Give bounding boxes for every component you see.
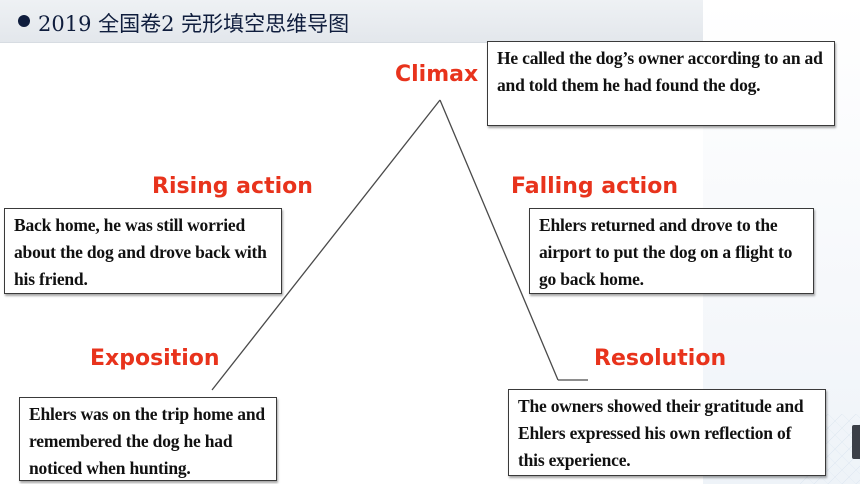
- climax-text: He called the dog’s owner according to a…: [497, 48, 823, 95]
- falling-action-box: Ehlers returned and drove to the airport…: [529, 208, 814, 294]
- resolution-text: The owners showed their gratitude and Eh…: [518, 396, 804, 470]
- falling-action-text: Ehlers returned and drove to the airport…: [539, 215, 793, 289]
- resolution-label: Resolution: [594, 346, 727, 371]
- exposition-box: Ehlers was on the trip home and remember…: [19, 397, 277, 481]
- falling-line: [439, 99, 559, 381]
- title-bar: 2019 全国卷2 完形填空思维导图: [0, 0, 703, 43]
- rising-action-box: Back home, he was still worried about th…: [4, 208, 282, 294]
- bullet-icon: [18, 15, 30, 27]
- resolution-box: The owners showed their gratitude and Eh…: [508, 389, 826, 476]
- climax-label: Climax: [395, 62, 479, 87]
- exposition-text: Ehlers was on the trip home and remember…: [29, 404, 265, 478]
- slide-edge-marker: [852, 425, 860, 459]
- rising-line: [211, 99, 441, 391]
- page-title: 2019 全国卷2 完形填空思维导图: [38, 12, 350, 36]
- falling-action-label: Falling action: [511, 174, 678, 199]
- climax-box: He called the dog’s owner according to a…: [487, 41, 835, 126]
- rising-action-text: Back home, he was still worried about th…: [14, 215, 267, 289]
- exposition-label: Exposition: [90, 346, 220, 371]
- rising-action-label: Rising action: [152, 174, 313, 199]
